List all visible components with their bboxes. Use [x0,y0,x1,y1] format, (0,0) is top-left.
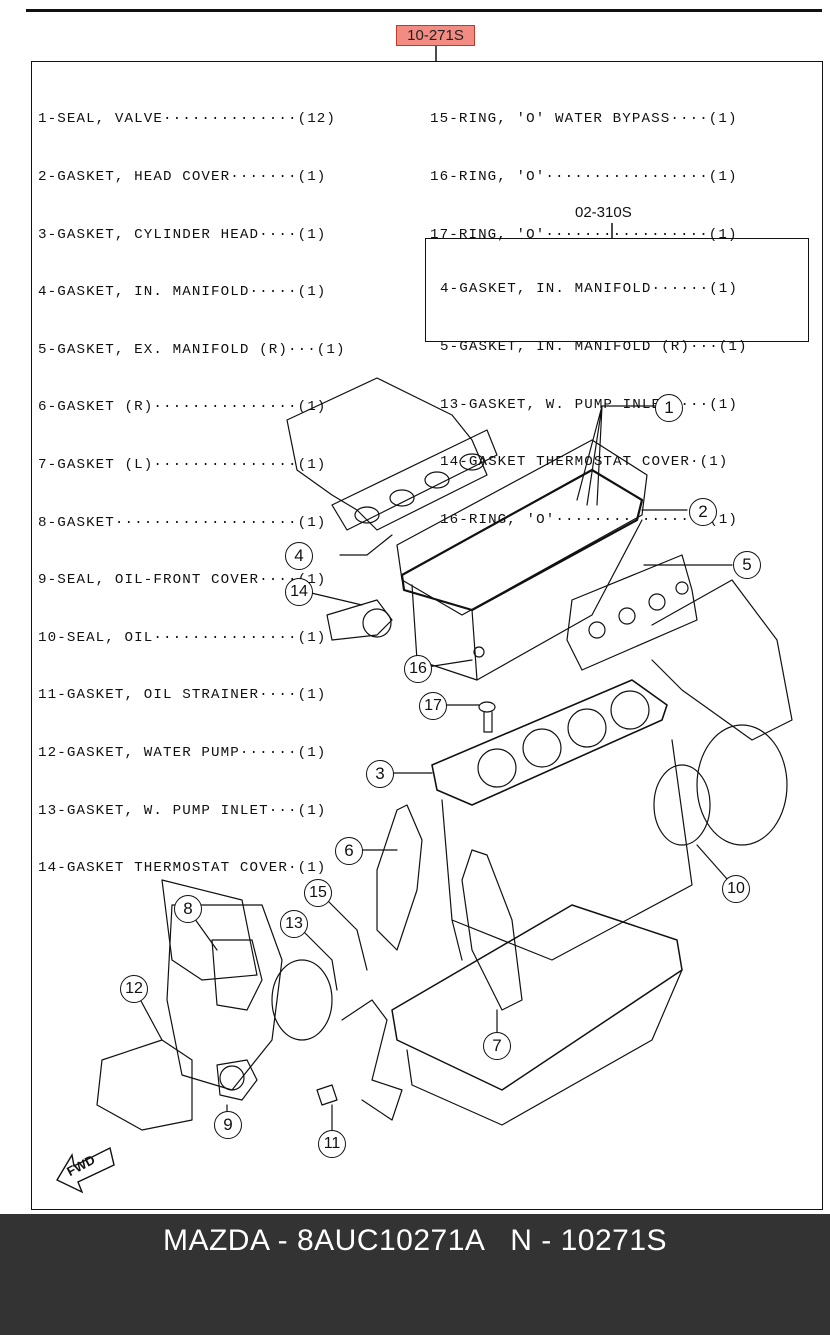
list-item: 8-GASKET···················(1) [38,514,327,531]
front-cover-gasket-left [461,849,523,1011]
footer-part-number: MAZDA - 8AUC10271A N - 10271S [162,1224,668,1257]
callout-9: 9 [214,1111,242,1139]
list-item: 1-SEAL, VALVE··············(12) [38,111,337,128]
list-item: 14-GASKET THERMOSTAT COVER·(1) [38,860,327,877]
callout-17: 17 [419,692,447,720]
list-item: 4-GASKET, IN. MANIFOLD·····(1) [38,284,327,301]
callout-16: 16 [404,655,432,683]
callout-10: 10 [722,875,750,903]
cylinder-head-gasket [431,679,668,806]
callout-2: 2 [689,498,717,526]
code-leader-line [435,46,437,61]
callout-1: 1 [655,394,683,422]
list-item: 3-GASKET, CYLINDER HEAD····(1) [38,226,327,243]
rear-oil-seal [653,764,711,846]
callout-11: 11 [318,1130,346,1158]
list-item: 5-GASKET, IN. MANIFOLD (R)···(1) [440,339,748,355]
callout-5: 5 [733,551,761,579]
intake-manifold-outline [286,377,488,531]
fwd-arrow-icon [56,1146,115,1194]
callout-4: 4 [285,542,313,570]
sub-kit-leader-line [611,223,613,238]
sub-kit-list: 4-GASKET, IN. MANIFOLD······(1) 5-GASKET… [440,242,748,549]
sub-kit-box [425,238,809,342]
exploded-engine-diagram [56,377,793,1194]
parts-list-left: 1-SEAL, VALVE··············(12) 2-GASKET… [38,72,346,898]
callout-14: 14 [285,578,313,606]
water-pump-cover [166,904,283,1091]
list-item: 16-RING, 'O'·················(1) [430,169,738,185]
top-rule [26,9,822,12]
diagram-frame [31,61,823,1210]
footer-bar [0,1214,830,1335]
list-item: 13-GASKET, W. PUMP INLET···(1) [38,802,327,819]
callout-13: 13 [280,910,308,938]
callout-7: 7 [483,1032,511,1060]
callout-12: 12 [120,975,148,1003]
front-oil-seal [216,1059,258,1101]
head-cover-outline [396,439,648,616]
callout-6: 6 [335,837,363,865]
list-item: 5-GASKET, EX. MANIFOLD (R)···(1) [38,341,346,358]
exhaust-manifold-gasket [566,554,698,671]
list-item: 2-GASKET, HEAD COVER·······(1) [38,169,327,185]
callout-8: 8 [174,895,202,923]
list-item: 11-GASKET, OIL STRAINER····(1) [38,687,327,704]
list-item: 7-GASKET (L)···············(1) [38,456,327,473]
list-item: 10-SEAL, OIL···············(1) [38,629,327,646]
front-cover-gasket-right [376,804,423,951]
oil-strainer-gasket [316,1084,338,1106]
water-pump-gasket [211,939,263,1011]
list-item: 12-GASKET, WATER PUMP······(1) [38,744,327,761]
list-item: 6-GASKET (R)···············(1) [38,399,327,416]
sub-kit-code: 02-310S [575,204,632,221]
list-item: 13-GASKET, W. PUMP INLET····(1) [440,396,739,413]
list-item: 15-RING, 'O' WATER BYPASS····(1) [430,111,738,128]
thermostat-housing [326,599,393,641]
callout-15: 15 [304,879,332,907]
assembly-code-tag[interactable]: 10-271S [396,25,475,46]
callout-3: 3 [366,760,394,788]
list-item: 4-GASKET, IN. MANIFOLD······(1) [440,281,739,298]
oil-pan [391,904,683,1091]
